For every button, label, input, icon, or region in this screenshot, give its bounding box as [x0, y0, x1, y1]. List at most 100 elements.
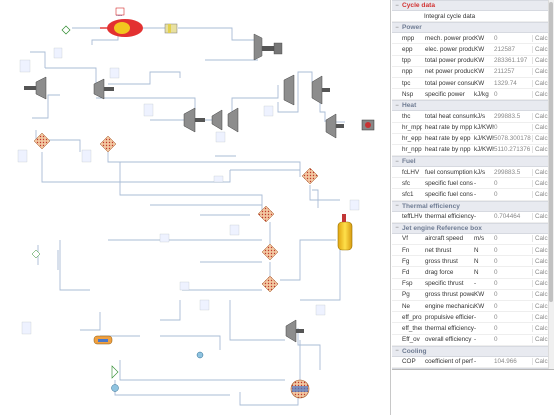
collapse-icon[interactable]: − — [395, 2, 399, 9]
calc-cell[interactable]: Calc — [532, 146, 550, 154]
property-value[interactable]: 0 — [494, 246, 498, 254]
property-value[interactable]: 0 — [494, 179, 498, 187]
property-value[interactable]: 212587 — [494, 45, 516, 53]
gas-turbine[interactable] — [253, 33, 283, 61]
calc-cell[interactable]: Calc — [532, 90, 550, 98]
property-value[interactable]: 0 — [494, 324, 498, 332]
pump-bottom[interactable] — [111, 384, 119, 392]
scrollbar-thumb[interactable] — [549, 2, 553, 302]
calc-cell[interactable]: Calc — [532, 79, 550, 87]
compressor-left[interactable] — [24, 76, 47, 100]
valve-bottom[interactable] — [111, 365, 119, 379]
property-value[interactable]: 211257 — [494, 68, 515, 76]
calc-cell[interactable]: Calc — [532, 168, 550, 176]
calc-cell[interactable]: Calc — [532, 213, 550, 221]
property-value[interactable]: 104.966 — [494, 358, 517, 366]
property-value[interactable]: 0 — [494, 257, 498, 265]
property-value[interactable]: 1329.74 — [494, 79, 517, 87]
property-value[interactable]: 0 — [494, 34, 498, 42]
calc-cell[interactable]: Calc — [532, 57, 550, 65]
deaerator[interactable] — [93, 335, 113, 345]
section-header[interactable]: −Jet engine Reference box — [392, 222, 554, 234]
property-value[interactable]: 0 — [494, 313, 498, 321]
recuperator-top[interactable] — [164, 23, 178, 34]
collapse-icon[interactable]: − — [395, 24, 399, 31]
property-value[interactable]: 299883.5 — [494, 112, 521, 120]
section-header[interactable]: −Cooling — [392, 345, 554, 357]
calc-cell[interactable]: Calc — [532, 291, 550, 299]
air-inlet-marker[interactable] — [61, 25, 71, 35]
property-value[interactable]: 0 — [494, 280, 498, 288]
condenser[interactable] — [290, 379, 310, 399]
section-header[interactable]: −Power — [392, 22, 554, 34]
calc-cell[interactable]: Calc — [532, 358, 550, 366]
generator[interactable] — [361, 119, 375, 131]
heat-exchanger-left[interactable] — [33, 132, 51, 150]
collapse-icon[interactable]: − — [395, 348, 399, 355]
turbine-bottom[interactable] — [285, 319, 304, 343]
property-row[interactable]: Integral cycle data — [392, 11, 554, 23]
calc-cell[interactable]: Calc — [532, 135, 550, 143]
property-value[interactable]: 283361.197 — [494, 57, 528, 65]
calc-cell[interactable]: Calc — [532, 34, 550, 42]
calc-cell[interactable]: Calc — [532, 324, 550, 332]
calc-cell[interactable]: Calc — [532, 179, 550, 187]
property-value[interactable]: 0 — [494, 268, 498, 276]
calc-cell[interactable]: Calc — [532, 235, 550, 243]
calc-cell[interactable]: Calc — [532, 313, 550, 321]
calc-cell[interactable]: Calc — [532, 45, 550, 53]
property-value[interactable]: 0 — [494, 336, 498, 344]
calc-cell[interactable]: Calc — [532, 68, 550, 76]
collapse-icon[interactable]: − — [395, 158, 399, 165]
section-header[interactable]: −Cycle data — [392, 0, 554, 11]
property-value[interactable]: 0 — [494, 235, 498, 243]
property-value[interactable]: 0 — [494, 291, 498, 299]
section-header[interactable]: −Fuel — [392, 156, 554, 168]
steam-turbine-ip[interactable] — [183, 107, 239, 133]
heat-exchanger-lower[interactable] — [261, 243, 279, 261]
calc-cell[interactable]: Calc — [532, 336, 550, 344]
combustor[interactable]: FUEL — [100, 13, 143, 37]
turbine-right[interactable] — [325, 113, 344, 139]
section-header[interactable]: −Heat — [392, 100, 554, 112]
section-header[interactable]: −Thermal efficiency — [392, 200, 554, 212]
property-value[interactable]: 0 — [494, 90, 498, 98]
heat-exchanger-center[interactable] — [257, 205, 275, 223]
property-value[interactable]: 0 — [494, 124, 498, 132]
pump-mid[interactable] — [196, 351, 204, 359]
heat-exchanger-bottom[interactable] — [261, 275, 279, 293]
property-value[interactable]: 0 — [494, 302, 498, 310]
collapse-icon[interactable]: − — [395, 225, 399, 232]
collapse-icon[interactable]: − — [395, 203, 399, 210]
calc-cell[interactable]: Calc — [532, 112, 550, 120]
property-value[interactable]: 5110.271376 — [494, 146, 531, 154]
calc-cell[interactable]: Calc — [532, 246, 550, 254]
collapse-icon[interactable]: − — [395, 102, 399, 109]
calc-cell[interactable]: Calc — [532, 280, 550, 288]
heat-exchanger-right[interactable] — [301, 167, 319, 185]
heater-drum[interactable] — [337, 214, 353, 251]
splitter-left[interactable] — [31, 249, 41, 259]
